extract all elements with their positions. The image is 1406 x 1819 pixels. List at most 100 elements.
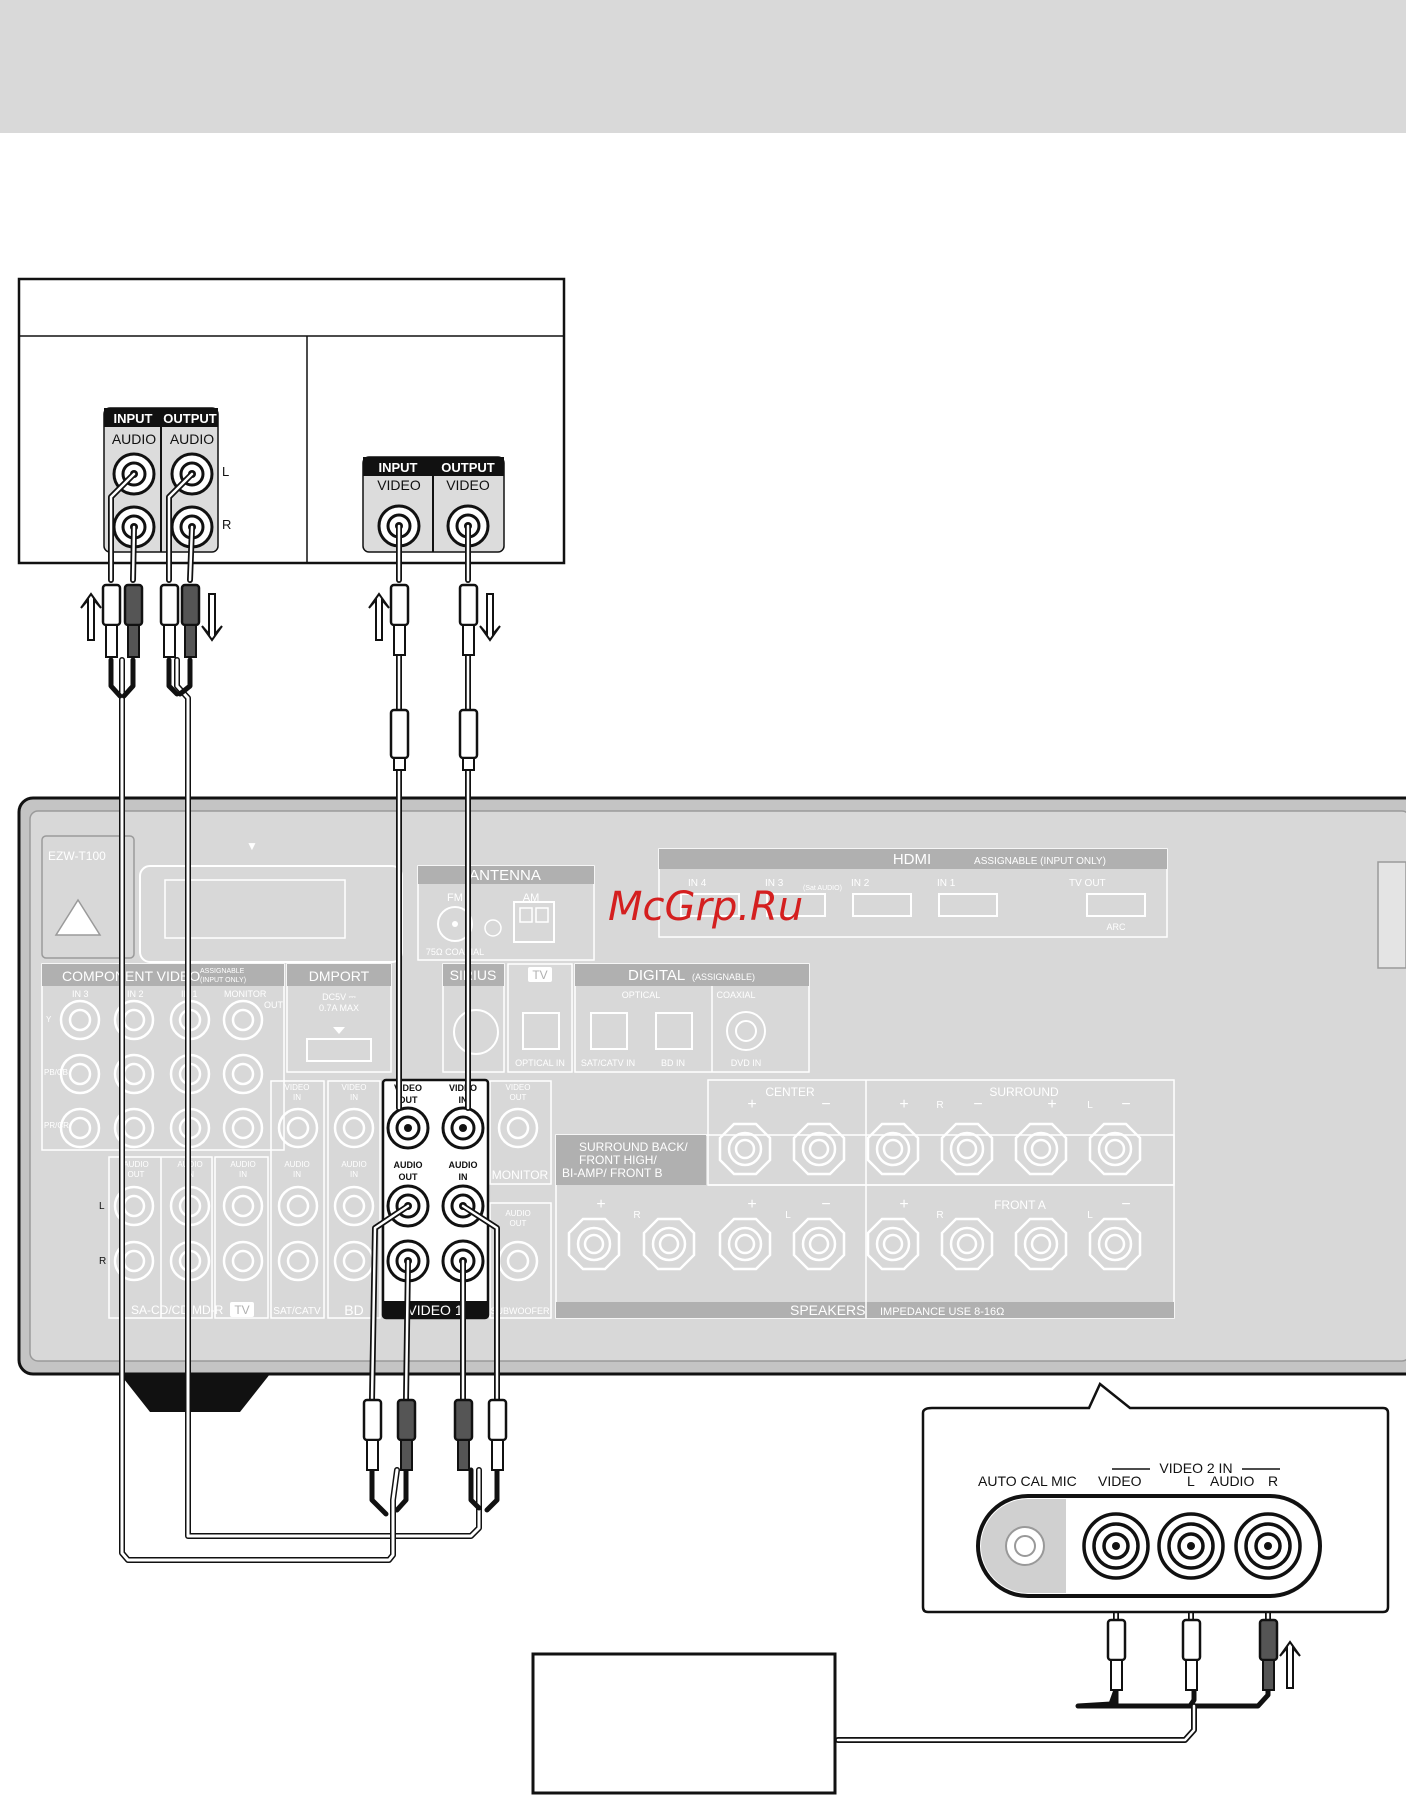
antenna-fm-label: FM	[447, 892, 463, 904]
optical-in-port[interactable]	[522, 1012, 560, 1050]
speaker-terminal[interactable]	[718, 1122, 772, 1176]
optical-bd-port[interactable]	[655, 1012, 693, 1050]
subwoofer-audio-out-label: AUDIO	[505, 1209, 530, 1218]
component-input-only-label: (INPUT ONLY)	[200, 977, 246, 984]
rca-plug	[1258, 1618, 1279, 1691]
speaker-terminal[interactable]	[567, 1217, 621, 1271]
warning-icon-mark: !	[74, 911, 81, 936]
speaker-terminal[interactable]	[1014, 1122, 1068, 1176]
front-video-label: VIDEO	[1098, 1473, 1142, 1489]
sb-r-plus: +	[596, 1196, 605, 1213]
speaker-terminal[interactable]	[642, 1217, 696, 1271]
digital-port-label: DVD IN	[731, 1058, 762, 1068]
video1-jack-block: VIDEO 1 VIDEO OUT VIDEO IN AUDIO OUT AUD…	[381, 1078, 490, 1320]
speaker-terminal[interactable]	[1088, 1217, 1142, 1271]
av-audio-out-label: OUT	[128, 1170, 145, 1179]
front-audio-r-jack[interactable]	[1234, 1512, 1302, 1580]
surround-r-plus: +	[899, 1096, 908, 1113]
speakers-title: SPEAKERS	[790, 1302, 865, 1318]
monitor-label: MONITOR	[492, 1168, 549, 1182]
hdmi-sat-audio-label: (Sat AUDIO)	[803, 885, 842, 892]
hdmi-in2-port[interactable]	[852, 893, 912, 917]
front-l-label: L	[1087, 1210, 1093, 1221]
external-device-box	[531, 1652, 837, 1795]
speaker-terminal[interactable]	[792, 1122, 846, 1176]
video1-video-in-label: VIDEO	[449, 1083, 477, 1093]
speaker-terminal[interactable]	[718, 1217, 772, 1271]
sirius-title: SIRIUS	[450, 967, 497, 983]
hdmi-tv-out-port[interactable]	[1086, 893, 1146, 917]
subwoofer-label: SUBWOOFER	[490, 1306, 550, 1316]
hdmi-assignable-label: ASSIGNABLE (INPUT ONLY)	[974, 856, 1106, 867]
speakers-section: SURROUND BACK/ FRONT HIGH/ BI-AMP/ FRONT…	[555, 1079, 1175, 1319]
front-video-jack[interactable]	[1082, 1512, 1150, 1580]
speaker-terminal[interactable]	[940, 1217, 994, 1271]
video1-audio-out-label: AUDIO	[394, 1160, 423, 1170]
tv-audio-input-label: INPUT	[114, 411, 153, 426]
hdmi-in1-port[interactable]	[938, 893, 998, 917]
tv-input-badge: TV	[234, 1303, 249, 1317]
sb-r-label: R	[633, 1210, 640, 1221]
speaker-terminal[interactable]	[792, 1217, 846, 1271]
warning-icon	[54, 898, 102, 936]
speaker-terminal[interactable]	[866, 1122, 920, 1176]
speaker-terminal[interactable]	[1088, 1122, 1142, 1176]
md-r-label: MD-R	[192, 1303, 224, 1317]
video1-label: VIDEO 1	[407, 1302, 462, 1318]
fm-antenna-jack[interactable]	[437, 906, 473, 942]
dmport-power-label: DC5V ⎓	[322, 992, 356, 1002]
sirius-connector[interactable]	[453, 1009, 499, 1055]
sa-cd-label: SA-CD/CD	[131, 1303, 189, 1317]
speaker-terminal[interactable]	[940, 1122, 994, 1176]
center-minus: −	[821, 1096, 830, 1113]
auto-cal-mic-label: AUTO CAL MIC	[978, 1473, 1077, 1489]
front-r-label: R	[936, 1210, 943, 1221]
component-port-label: IN 3	[72, 989, 89, 999]
tv-video-jack[interactable]	[377, 504, 421, 548]
speakers-impedance: IMPEDANCE USE 8-16Ω	[880, 1306, 1004, 1318]
rca-plug	[1106, 1618, 1127, 1691]
coaxial-dvd-jack[interactable]	[726, 1011, 766, 1051]
front-audio-l-jack[interactable]	[1157, 1512, 1225, 1580]
digital-port-label: OPTICAL IN	[515, 1058, 565, 1068]
video1-jack[interactable]	[441, 1106, 485, 1150]
av-video-in-label: VIDEO	[285, 1083, 310, 1092]
unused-jacks	[59, 999, 539, 1282]
sb-l-label: L	[785, 1210, 791, 1221]
up-arrow-icon	[1279, 1640, 1301, 1689]
rca-plug	[180, 583, 201, 658]
watermark: McGrp.Ru	[608, 884, 803, 930]
video1-jack[interactable]	[386, 1106, 430, 1150]
svg-text:▼: ▼	[246, 839, 258, 853]
surround-l-label: L	[1087, 1100, 1093, 1111]
digital-section: DIGITAL (ASSIGNABLE) OPTICAL COAXIAL SAT…	[574, 963, 810, 1073]
component-port-label: MONITOR	[224, 989, 267, 999]
hdmi-port-label: IN 1	[937, 878, 956, 889]
am-antenna-terminal[interactable]	[513, 901, 555, 943]
rca-plug	[396, 1398, 417, 1471]
tv-video-input-label: INPUT	[379, 460, 418, 475]
front-audio-label: AUDIO	[1210, 1473, 1254, 1489]
model-label: EZW-T100	[48, 849, 106, 863]
optical-sat-port[interactable]	[590, 1012, 628, 1050]
up-arrow-icon	[80, 592, 102, 641]
hdmi-in4-port[interactable]	[680, 893, 740, 917]
hdmi-port-label: IN 3	[765, 878, 784, 889]
speaker-terminal[interactable]	[866, 1217, 920, 1271]
rca-plug	[487, 1398, 508, 1471]
surround-label: SURROUND	[989, 1085, 1059, 1099]
tv-video-output-label: OUTPUT	[441, 460, 495, 475]
tv-audio-input-sub: AUDIO	[112, 431, 156, 447]
tv-box: INPUT OUTPUT AUDIO AUDIO L R INPUT OUTPU…	[17, 277, 566, 565]
signal-flow-arrows	[80, 592, 1301, 1689]
speaker-terminal[interactable]	[1014, 1217, 1068, 1271]
hdmi-in3-port[interactable]	[766, 893, 826, 917]
auto-cal-mic-jack[interactable]	[1005, 1526, 1045, 1566]
receiver-foot	[120, 1374, 270, 1412]
dmport-connector[interactable]	[306, 1038, 372, 1062]
tv-audio-r-label: R	[222, 517, 231, 532]
tv-badge: TV	[532, 968, 547, 982]
hdmi-section: HDMI ASSIGNABLE (INPUT ONLY) IN 4 IN 3 (…	[658, 848, 1168, 938]
